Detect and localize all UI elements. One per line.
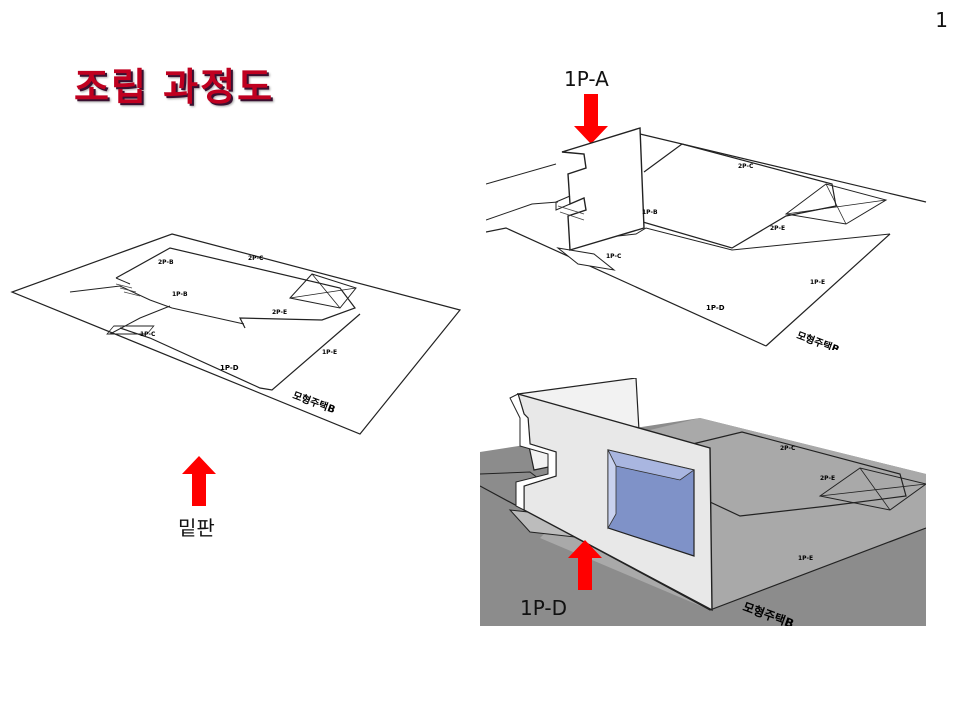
plan-tag: 2P-C (780, 445, 796, 452)
panel-a-diagram: 2P-C 1P-B 1P-C 2P-E 1P-D 1P-E 모형주택B (486, 124, 932, 350)
plan-tag: 1P-B (172, 291, 188, 298)
plan-tag: 1P-D (220, 364, 239, 372)
up-arrow-icon (568, 540, 602, 594)
plan-tag: 2P-E (770, 225, 785, 232)
plan-tag: 1P-E (322, 349, 337, 356)
board-name-label: 모형주택B (795, 329, 841, 350)
plan-tag: 2P-B (158, 259, 174, 266)
plan-tag: 1P-C (606, 253, 622, 260)
base-board-label: 밑판 (178, 516, 215, 540)
page-title: 조립 과정도 (74, 65, 275, 109)
plan-tag: 2P-E (272, 309, 287, 316)
up-arrow-icon (182, 456, 216, 510)
panel-d-diagram: 2P-C 2P-E 1P-E 모형주택B (480, 378, 926, 626)
down-arrow-icon (574, 94, 608, 148)
plan-tag: 2P-C (248, 255, 264, 262)
panel-d-label: 1P-D (520, 596, 567, 620)
page-number: 1 (935, 8, 948, 32)
plan-tag: 1P-E (810, 279, 825, 286)
plan-tag: 2P-C (738, 163, 754, 170)
base-board-diagram: 2P-B 2P-C 1P-B 1P-C 2P-E 1P-D 1P-E 모형주택B (10, 228, 466, 438)
plan-tag: 1P-B (642, 209, 658, 216)
panel-a-label: 1P-A (564, 67, 609, 91)
plan-tag: 1P-D (706, 304, 725, 312)
plan-tag: 1P-E (798, 555, 813, 562)
plan-tag: 1P-C (140, 331, 156, 338)
plan-tag: 2P-E (820, 475, 835, 482)
